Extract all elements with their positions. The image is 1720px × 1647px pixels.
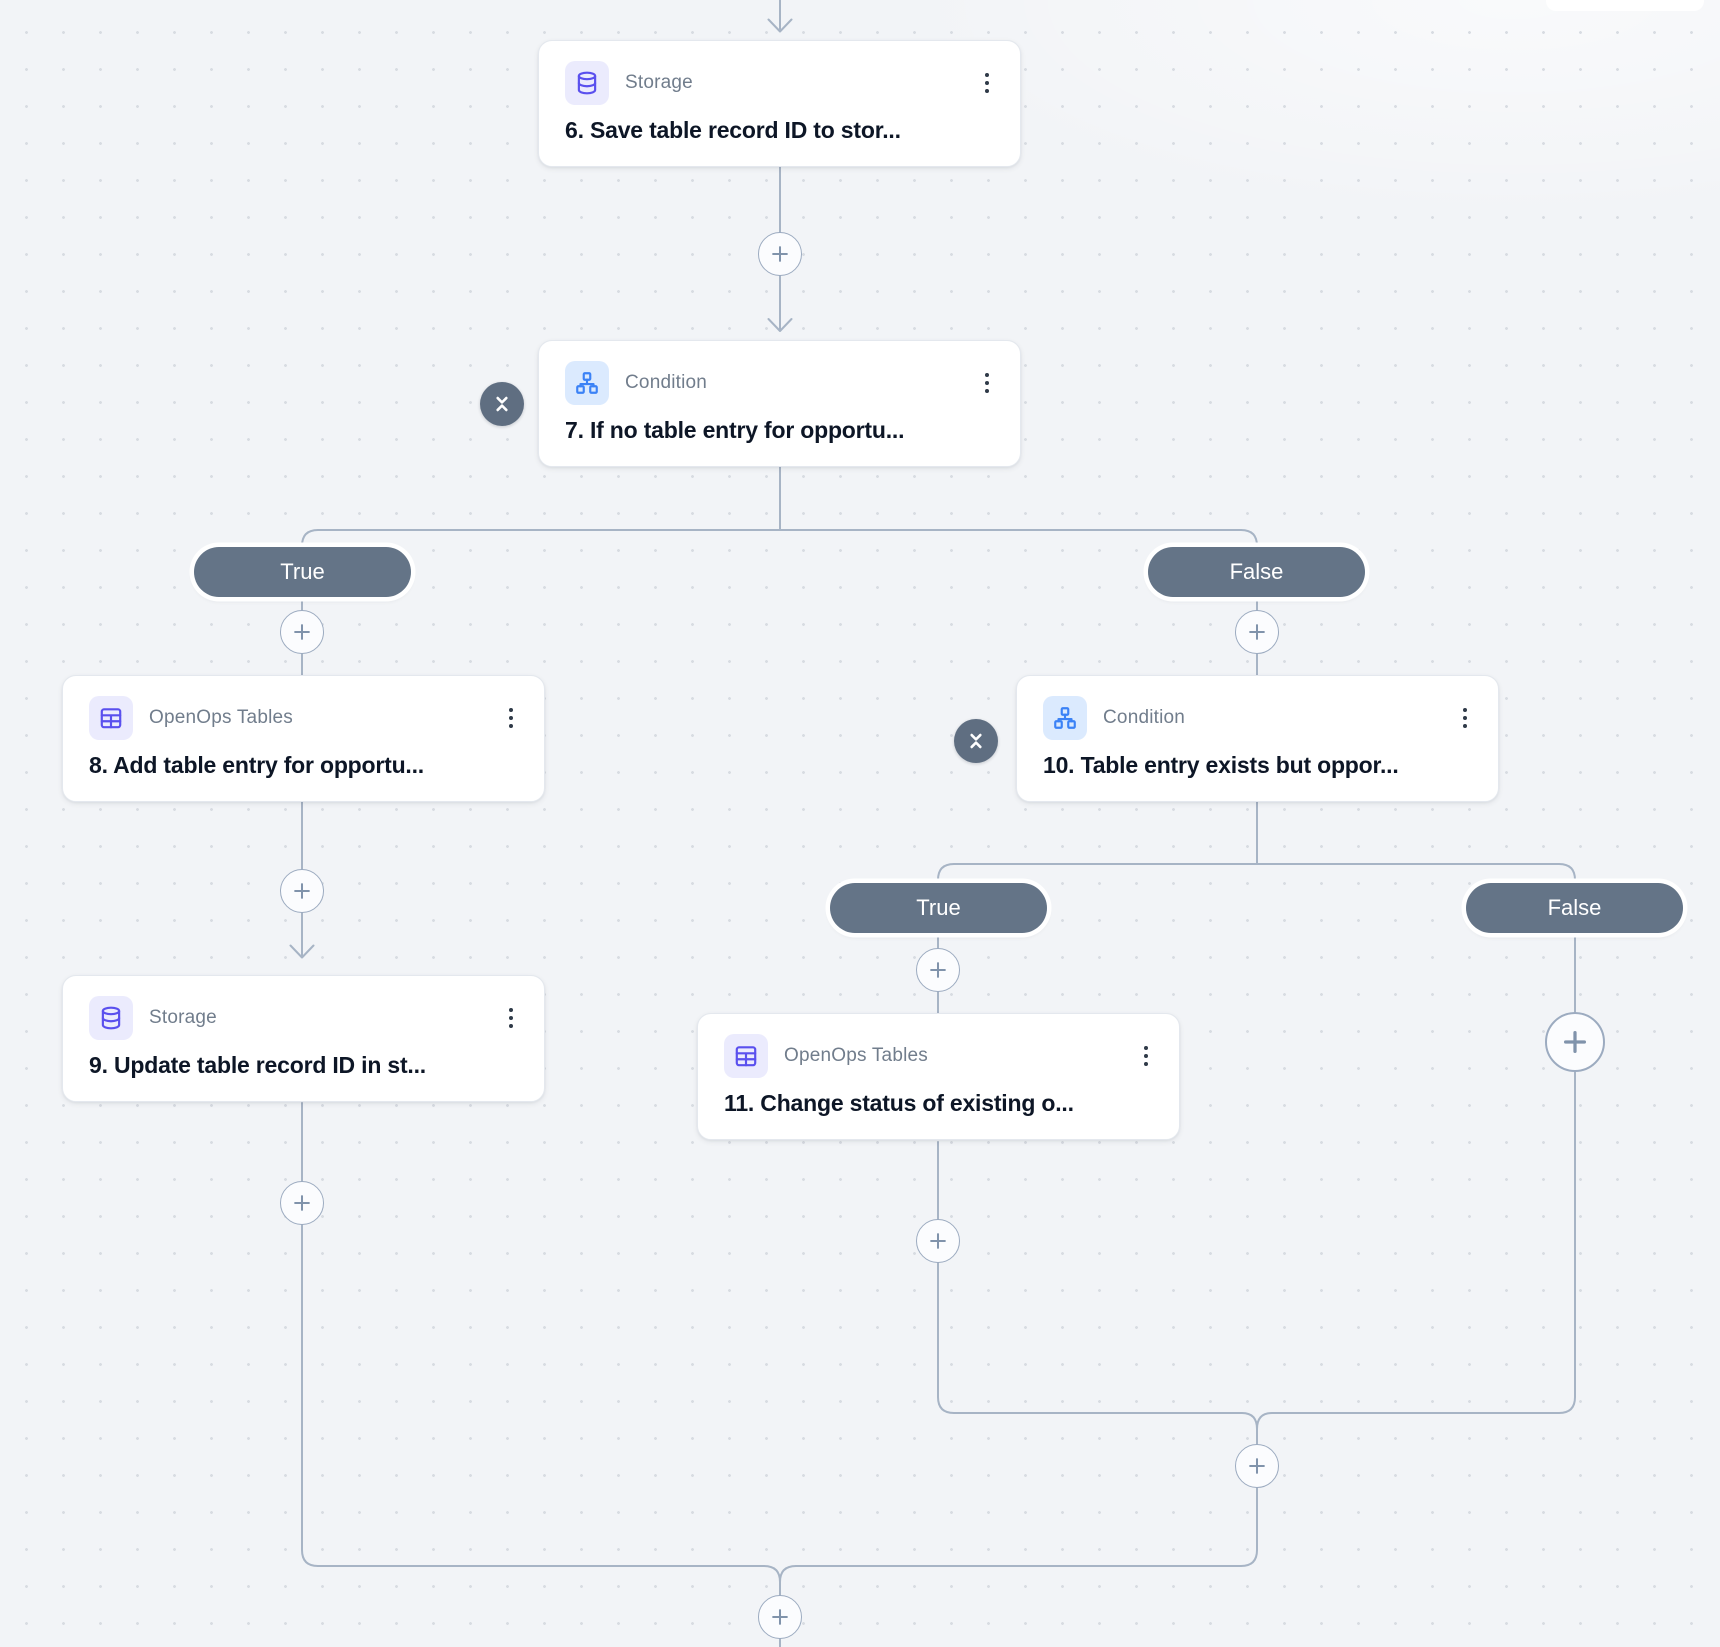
add-step-button[interactable] <box>916 948 960 992</box>
step-menu-button[interactable] <box>504 1003 519 1034</box>
plus-icon <box>1249 1458 1265 1474</box>
plus-icon <box>772 1609 788 1625</box>
plus-icon <box>1249 624 1265 640</box>
plus-icon <box>772 246 788 262</box>
collapse-branch-button[interactable] <box>954 719 998 763</box>
add-step-button[interactable] <box>1545 1012 1605 1072</box>
step-title: 7. If no table entry for opportu... <box>565 417 905 443</box>
step-type-label: OpenOps Tables <box>784 1045 928 1066</box>
step-menu-button[interactable] <box>504 703 519 734</box>
branch-label-false: False <box>1466 883 1683 933</box>
sitemap-icon <box>565 361 609 405</box>
step-menu-button[interactable] <box>1139 1041 1154 1072</box>
step-title: 11. Change status of existing o... <box>724 1090 1074 1116</box>
step-card-9[interactable]: Storage 9. Update table record ID in st.… <box>62 975 545 1102</box>
step-menu-button[interactable] <box>1458 703 1473 734</box>
step-card-11[interactable]: OpenOps Tables 11. Change status of exis… <box>697 1013 1180 1140</box>
step-menu-button[interactable] <box>980 68 995 99</box>
collapse-chevrons-icon <box>489 391 515 417</box>
plus-icon <box>1564 1031 1586 1053</box>
step-title: 10. Table entry exists but oppor... <box>1043 752 1399 778</box>
step-title: 6. Save table record ID to stor... <box>565 117 901 143</box>
top-right-panel-fragment <box>1546 0 1704 11</box>
add-step-button[interactable] <box>280 869 324 913</box>
add-step-button[interactable] <box>280 1181 324 1225</box>
plus-icon <box>294 883 310 899</box>
add-step-button[interactable] <box>1235 1444 1279 1488</box>
table-icon <box>89 696 133 740</box>
sitemap-icon <box>1043 696 1087 740</box>
branch-label-true: True <box>830 883 1047 933</box>
add-step-button[interactable] <box>916 1219 960 1263</box>
step-type-label: Condition <box>1103 707 1186 728</box>
step-type-label: Storage <box>149 1007 217 1028</box>
collapse-chevrons-icon <box>963 728 989 754</box>
database-icon <box>89 996 133 1040</box>
plus-icon <box>294 624 310 640</box>
step-title: 9. Update table record ID in st... <box>89 1052 426 1078</box>
branch-label-true: True <box>194 547 411 597</box>
step-title: 8. Add table entry for opportu... <box>89 752 424 778</box>
add-step-button[interactable] <box>280 610 324 654</box>
step-card-6[interactable]: Storage 6. Save table record ID to stor.… <box>538 40 1021 167</box>
step-card-8[interactable]: OpenOps Tables 8. Add table entry for op… <box>62 675 545 802</box>
plus-icon <box>930 1233 946 1249</box>
step-type-label: OpenOps Tables <box>149 707 293 728</box>
add-step-button[interactable] <box>758 1595 802 1639</box>
add-step-button[interactable] <box>1235 610 1279 654</box>
database-icon <box>565 61 609 105</box>
table-icon <box>724 1034 768 1078</box>
step-type-label: Condition <box>625 372 708 393</box>
add-step-button[interactable] <box>758 232 802 276</box>
step-menu-button[interactable] <box>980 368 995 399</box>
step-card-10[interactable]: Condition 10. Table entry exists but opp… <box>1016 675 1499 802</box>
step-type-label: Storage <box>625 72 693 93</box>
branch-label-false: False <box>1148 547 1365 597</box>
collapse-branch-button[interactable] <box>480 382 524 426</box>
plus-icon <box>294 1195 310 1211</box>
plus-icon <box>930 962 946 978</box>
arrowhead-icon <box>289 18 793 959</box>
step-card-7[interactable]: Condition 7. If no table entry for oppor… <box>538 340 1021 467</box>
